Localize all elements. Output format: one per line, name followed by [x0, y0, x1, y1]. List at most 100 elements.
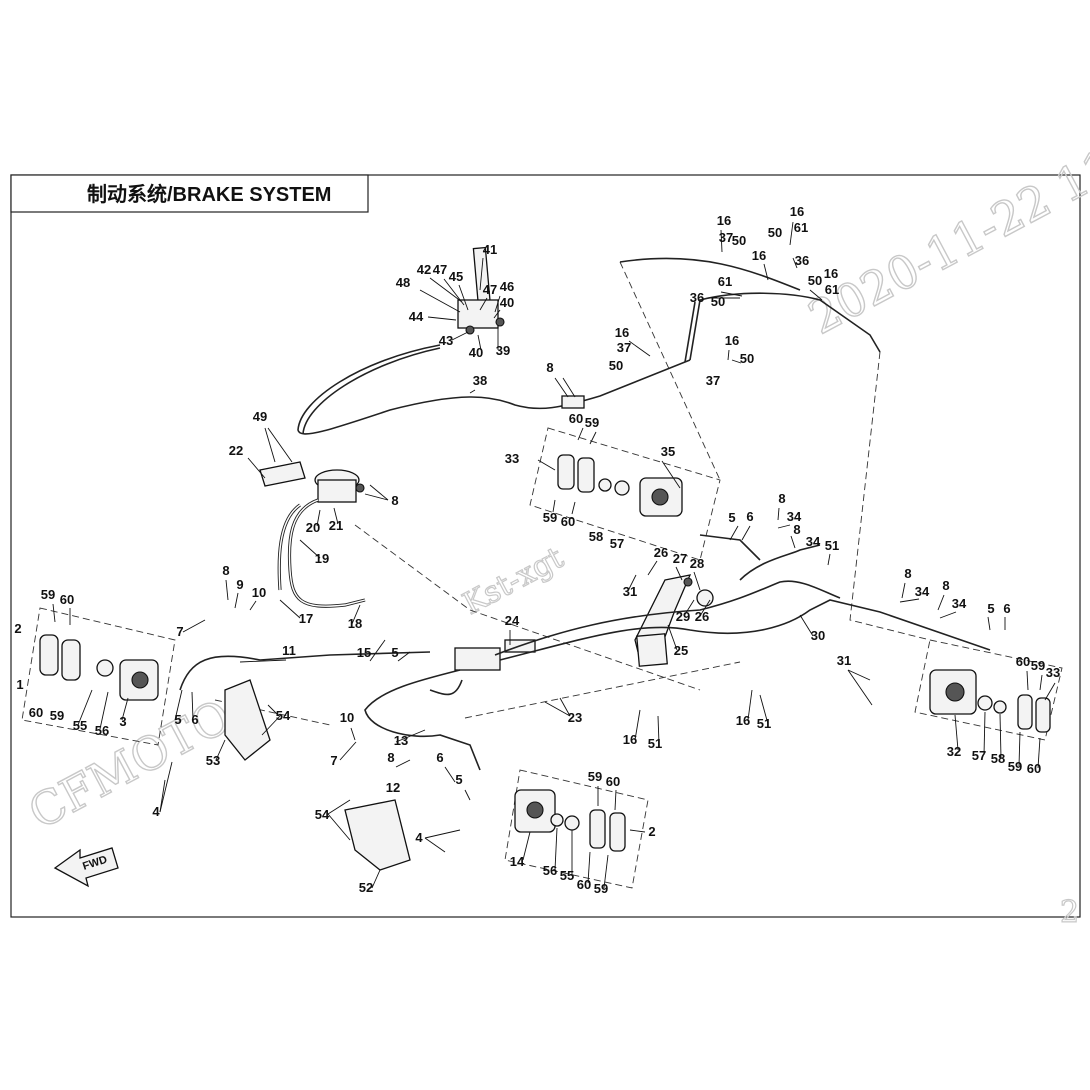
leader-line: [327, 799, 351, 815]
leader-line: [477, 334, 482, 351]
callout-number: 50: [711, 294, 725, 309]
leader-line: [729, 525, 739, 541]
callout-number: 18: [348, 616, 362, 631]
callout-number: 54: [315, 807, 330, 822]
assembly-boundaries: [21, 261, 1063, 889]
callout-number: 60: [1016, 654, 1030, 669]
leader-line: [937, 594, 945, 611]
leader-line: [299, 539, 321, 559]
leader-line: [333, 507, 339, 525]
cable-guide-left: [619, 261, 721, 481]
callout-number: 5: [391, 645, 398, 660]
watermark-user: Kst-xgt: [457, 540, 569, 622]
leader-line: [699, 599, 711, 617]
leader-line: [899, 598, 920, 603]
callout-number: 32: [947, 744, 961, 759]
leader-line: [847, 669, 873, 706]
lever-bracket: [457, 299, 499, 329]
callout-number: 16: [717, 213, 731, 228]
callout-number: 54: [276, 708, 291, 723]
callout-number: 30: [811, 628, 825, 643]
callout-number: 37: [706, 373, 720, 388]
callout-number: 50: [732, 233, 746, 248]
callout-number: 58: [589, 529, 603, 544]
leader-line: [247, 457, 266, 479]
seal-58a: [598, 478, 612, 492]
leader-line: [603, 854, 609, 889]
callout-number: 2: [648, 824, 655, 839]
callout-number: 6: [746, 509, 753, 524]
title-box: [10, 174, 369, 213]
leader-line: [350, 727, 356, 741]
callout-number: 60: [1027, 761, 1041, 776]
callout-number: 31: [837, 653, 851, 668]
leader-line: [627, 574, 637, 592]
callout-number: 42: [417, 262, 431, 277]
rear-right-pad-group: [914, 639, 1063, 741]
callout-number: 16: [615, 325, 629, 340]
callout-number: 47: [433, 262, 447, 277]
brake-pad-rl-inner: [577, 457, 595, 493]
leader-line: [647, 560, 658, 576]
callout-number: 20: [306, 520, 320, 535]
front-right-brake: [344, 789, 626, 871]
callout-number: 57: [610, 536, 624, 551]
leader-line: [759, 694, 769, 725]
callout-number: 7: [330, 753, 337, 768]
leader-line: [747, 689, 753, 721]
callout-number: 24: [505, 613, 520, 628]
callout-number: 46: [500, 279, 514, 294]
callout-number: 59: [585, 415, 599, 430]
callout-number: 34: [787, 509, 802, 524]
front-left-pad-group: [21, 607, 176, 746]
leader-line: [1039, 674, 1043, 691]
callout-number: 45: [449, 269, 463, 284]
leader-line: [99, 691, 109, 730]
reservoir-assembly: [259, 461, 366, 608]
leader-line: [419, 289, 461, 313]
leader-line: [777, 524, 791, 529]
leader-line: [493, 309, 501, 319]
leader-line: [999, 713, 1002, 759]
leader-line: [191, 691, 194, 721]
seal-58b: [993, 700, 1007, 714]
watermark-timestamp: 2020-11-22 11:12:48: [800, 69, 1090, 345]
callout-number: 3: [119, 714, 126, 729]
leader-line: [479, 257, 484, 291]
leader-line: [827, 553, 831, 566]
leader-line: [424, 829, 461, 839]
diagram-title: 制动系统/BRAKE SYSTEM: [87, 182, 331, 206]
callout-number: 31: [623, 584, 637, 599]
cable-rear-left: [619, 257, 801, 291]
rear-left-brake: [557, 454, 683, 517]
leader-line: [395, 729, 426, 743]
callout-number: 34: [952, 596, 967, 611]
leader-line: [522, 831, 531, 861]
callout-number: 55: [73, 718, 87, 733]
callout-number: 59: [1031, 658, 1045, 673]
leader-line: [464, 789, 471, 801]
caliper-piston-a: [131, 671, 149, 689]
callout-number: 8: [778, 491, 785, 506]
callout-number: 26: [654, 545, 668, 560]
callout-number: 50: [808, 273, 822, 288]
callout-number: 6: [436, 750, 443, 765]
callout-number: 22: [229, 443, 243, 458]
parking-brake-cable: [297, 257, 881, 435]
callout-number: 58: [991, 751, 1005, 766]
reservoir-screw: [355, 483, 365, 493]
leader-line: [494, 295, 501, 313]
callout-number: 6: [1003, 601, 1010, 616]
leader-line: [339, 741, 357, 761]
leader-line: [628, 340, 651, 357]
leader-line: [444, 766, 456, 783]
callout-number: 50: [768, 225, 782, 240]
leader-line: [614, 789, 617, 811]
leader-line: [267, 427, 293, 463]
leader-line: [683, 599, 695, 617]
callout-number: 60: [577, 877, 591, 892]
callout-number: 19: [315, 551, 329, 566]
callout-number: 8: [391, 493, 398, 508]
leader-line: [77, 689, 93, 726]
